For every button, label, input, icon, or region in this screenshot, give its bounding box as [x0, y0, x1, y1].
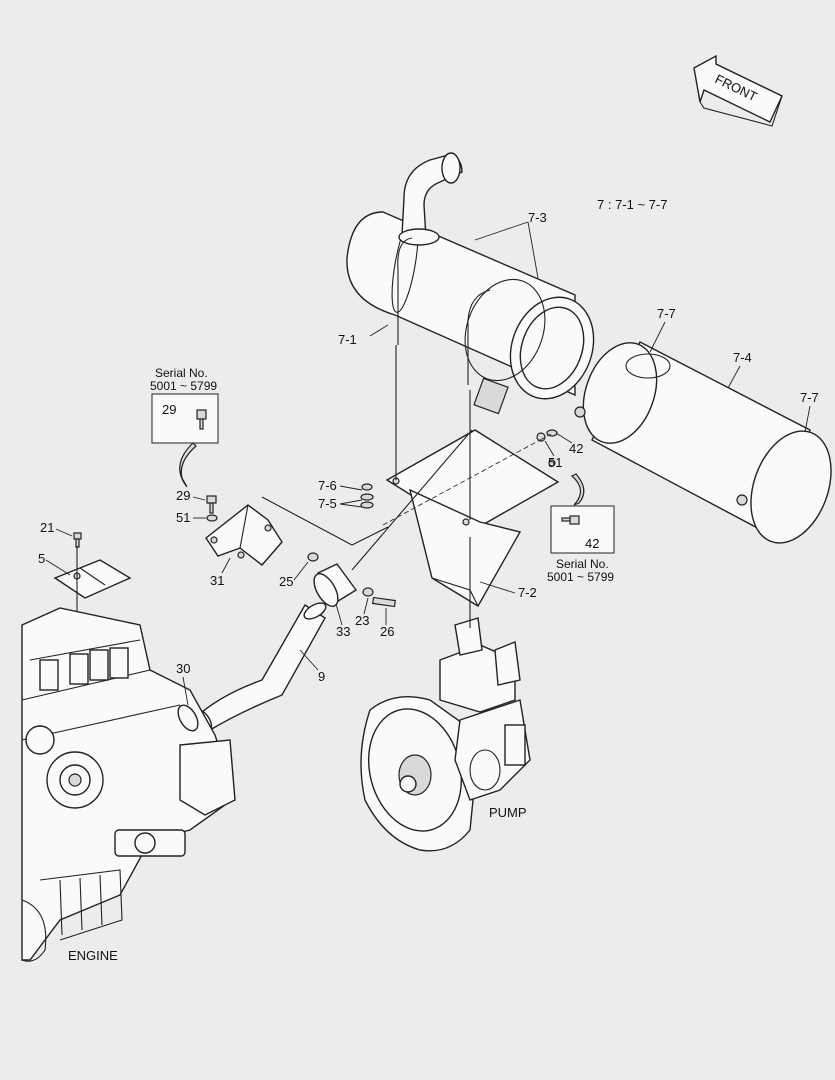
- callout-7-2: 7-2: [518, 585, 537, 600]
- callout-26: 26: [380, 624, 394, 639]
- bracket-31: [205, 504, 283, 566]
- callout-25: 25: [279, 574, 293, 589]
- callout-31: 31: [210, 573, 224, 588]
- heat-shield-7-4: [574, 341, 832, 544]
- nuts-washers-7-5-7-6: [360, 483, 374, 509]
- pump-assembly: [360, 617, 531, 852]
- serial-left-range: 5001 ~ 5799: [150, 379, 217, 393]
- callout-7-7-top: 7-7: [657, 306, 676, 321]
- callout-33: 33: [336, 624, 350, 639]
- callout-42: 42: [569, 441, 583, 456]
- clamp-33: [313, 563, 358, 607]
- serial-box-left: Serial No. 5001 ~ 5799 29: [150, 366, 219, 444]
- engine-label: ENGINE: [68, 948, 118, 963]
- plate-5: [53, 559, 132, 599]
- group-note: 7 : 7-1 ~ 7-7: [597, 197, 667, 212]
- muffler-7-1: [346, 152, 595, 415]
- serial-left-part: 29: [162, 402, 176, 417]
- callout-5: 5: [38, 551, 45, 566]
- serial-right-range: 5001 ~ 5799: [547, 570, 614, 584]
- callout-7-7-right: 7-7: [800, 390, 819, 405]
- callout-29: 29: [176, 488, 190, 503]
- callout-7-1: 7-1: [338, 332, 357, 347]
- engine-assembly: [21, 607, 236, 962]
- front-arrow: FRONT: [693, 54, 783, 127]
- exhaust-pipe-9: [191, 602, 327, 735]
- callout-7-5: 7-5: [318, 496, 337, 511]
- serial-left-title: Serial No.: [155, 366, 208, 380]
- callout-51-right: 51: [548, 455, 562, 470]
- callout-7-6: 7-6: [318, 478, 337, 493]
- callout-9: 9: [318, 669, 325, 684]
- callout-23: 23: [355, 613, 369, 628]
- serial-right-part: 42: [585, 536, 599, 551]
- callout-30: 30: [176, 661, 190, 676]
- callout-7-4: 7-4: [733, 350, 752, 365]
- pump-label: PUMP: [489, 805, 527, 820]
- callout-7-3: 7-3: [528, 210, 547, 225]
- bracket-7-2: [385, 429, 560, 607]
- callout-51-left: 51: [176, 510, 190, 525]
- serial-right-title: Serial No.: [556, 557, 609, 571]
- callout-21: 21: [40, 520, 54, 535]
- serial-box-right: 42 Serial No. 5001 ~ 5799: [547, 505, 615, 584]
